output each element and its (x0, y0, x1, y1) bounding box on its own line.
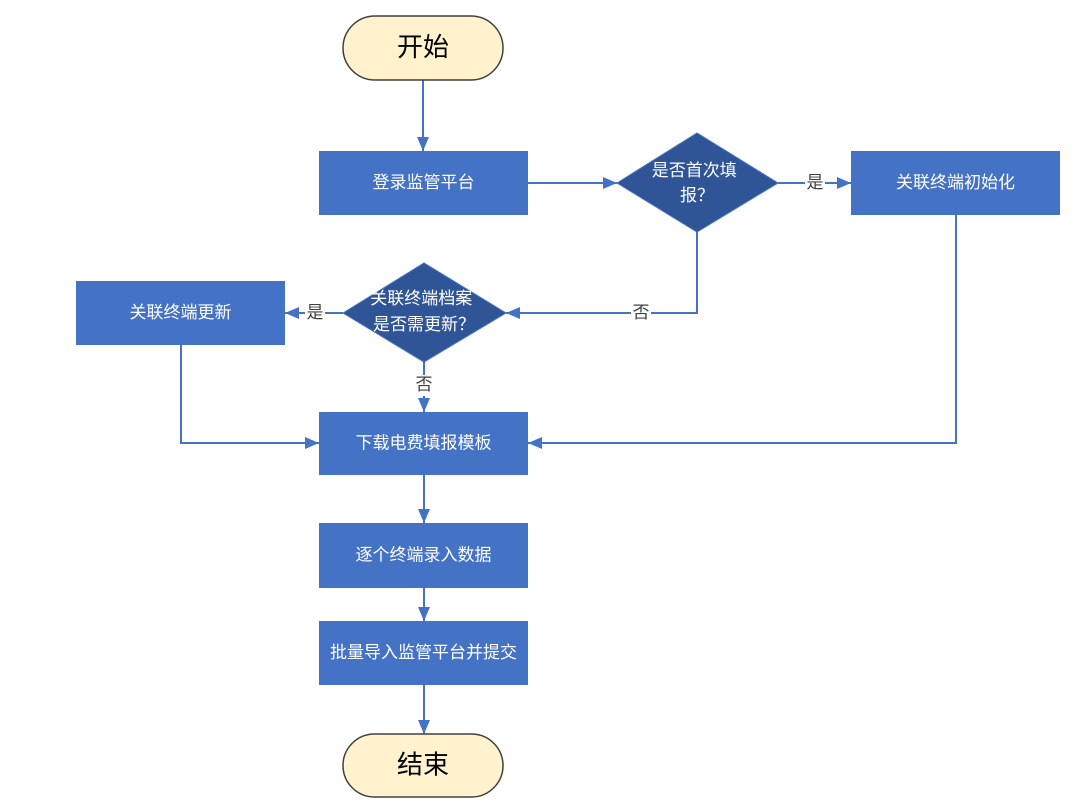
process-box (851, 151, 1060, 215)
terminal-shape (342, 733, 504, 798)
node-login: 登录监管平台 (319, 151, 528, 215)
edge-label-background (805, 173, 825, 194)
edge-label-background (305, 303, 325, 324)
node-label: 逐个终端录入数据 (356, 546, 492, 566)
node-label: 下载电费填报模板 (356, 434, 492, 454)
process-box (76, 281, 285, 345)
node-end: 结束 (342, 733, 504, 798)
node-init-terminal: 关联终端初始化 (851, 151, 1060, 215)
node-label: 结束 (397, 751, 449, 781)
connectors (180, 80, 957, 734)
process-box (319, 523, 528, 588)
node-label-line-1: 是否首次填 (652, 161, 737, 181)
edge-label-archive-update-no: 否 (414, 375, 434, 396)
edge-label-archive-update-yes: 是 (305, 303, 325, 324)
edge-label-text: 是 (307, 303, 324, 323)
edge-label-text: 否 (416, 375, 433, 395)
node-label: 是否首次填 报？ (652, 161, 742, 206)
node-label-line-1: 关联终端档案 (370, 289, 472, 309)
node-download-template: 下载电费填报模板 (319, 412, 528, 475)
terminal-shape (342, 15, 504, 81)
node-archive-update-check: 关联终端档案 是否需更新？ (342, 262, 507, 363)
edge-label-text: 是 (807, 173, 824, 193)
node-label: 登录监管平台 (373, 173, 475, 193)
node-label-line-2: 报？ (680, 186, 714, 206)
node-first-fill-check: 是否首次填 报？ (616, 132, 779, 233)
node-label: 批量导入监管平台并提交 (330, 643, 517, 663)
connector-update-to-download (180, 345, 319, 449)
node-enter-data: 逐个终端录入数据 (319, 523, 528, 588)
process-box (319, 621, 528, 685)
connector-init-to-download (528, 215, 957, 449)
node-label: 关联终端更新 (130, 303, 232, 323)
edge-label-text: 否 (633, 303, 650, 323)
node-start: 开始 (342, 15, 504, 81)
decision-diamond (616, 132, 779, 233)
process-box (319, 151, 528, 215)
node-label-line-2: 是否需更新？ (373, 315, 475, 335)
node-label: 关联终端初始化 (896, 173, 1015, 193)
edge-label-first-fill-no: 否 (631, 303, 651, 324)
edge-label-background (414, 375, 434, 396)
edge-label-first-fill-yes: 是 (805, 173, 825, 194)
node-label: 开始 (397, 33, 449, 63)
process-box (319, 412, 528, 475)
node-label: 关联终端档案 是否需更新？ (370, 289, 477, 335)
edge-label-background (631, 303, 651, 324)
decision-diamond (342, 262, 507, 363)
node-update-terminal: 关联终端更新 (76, 281, 285, 345)
connector-first-fill-no (506, 232, 698, 319)
node-batch-import: 批量导入监管平台并提交 (319, 621, 528, 685)
